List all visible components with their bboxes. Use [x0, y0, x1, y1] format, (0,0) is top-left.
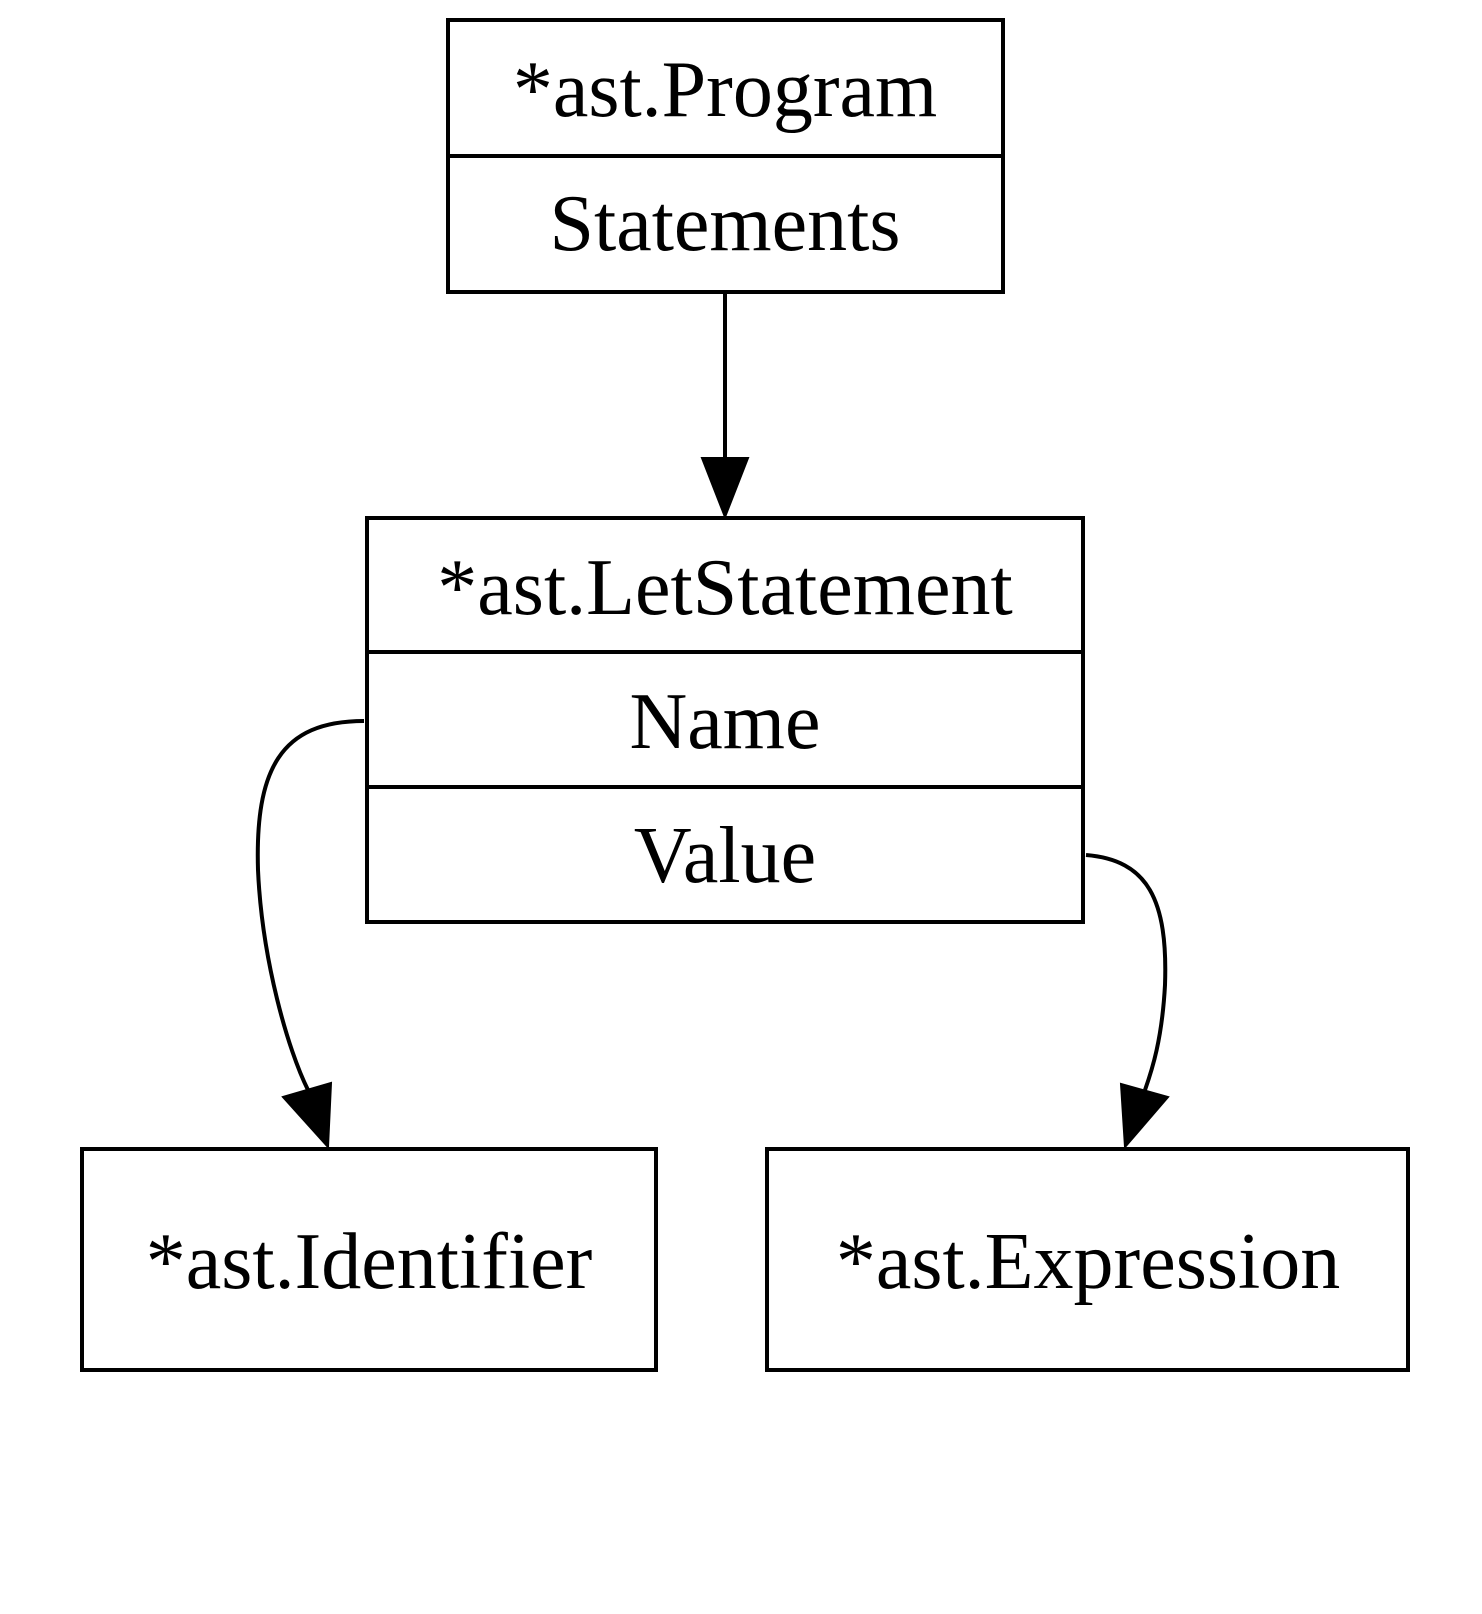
edge-value-to-expression: [1085, 853, 1170, 1150]
arrowhead-icon: [281, 1081, 333, 1150]
node-expression-title: *ast.Expression: [836, 1218, 1340, 1306]
node-let-statement-title: *ast.LetStatement: [437, 544, 1012, 632]
arrowhead-icon: [700, 457, 750, 520]
node-program: *ast.Program Statements: [446, 18, 1005, 294]
arrowhead-icon: [1119, 1082, 1170, 1150]
edge-name-to-identifier: [255, 719, 365, 1150]
edge-line: [255, 719, 365, 1091]
node-let-statement-field-name: Name: [629, 678, 820, 766]
node-expression: *ast.Expression: [765, 1147, 1410, 1372]
node-identifier: *ast.Identifier: [80, 1147, 658, 1372]
node-let-statement-field-value: Value: [634, 812, 816, 900]
node-program-title: *ast.Program: [513, 46, 937, 134]
node-identifier-title: *ast.Identifier: [146, 1218, 592, 1306]
edge-statements-to-let-statement: [700, 292, 750, 520]
edge-line: [1085, 853, 1168, 1091]
node-program-field-statements: Statements: [549, 180, 900, 268]
node-let-statement: *ast.LetStatement Name Value: [365, 516, 1085, 924]
